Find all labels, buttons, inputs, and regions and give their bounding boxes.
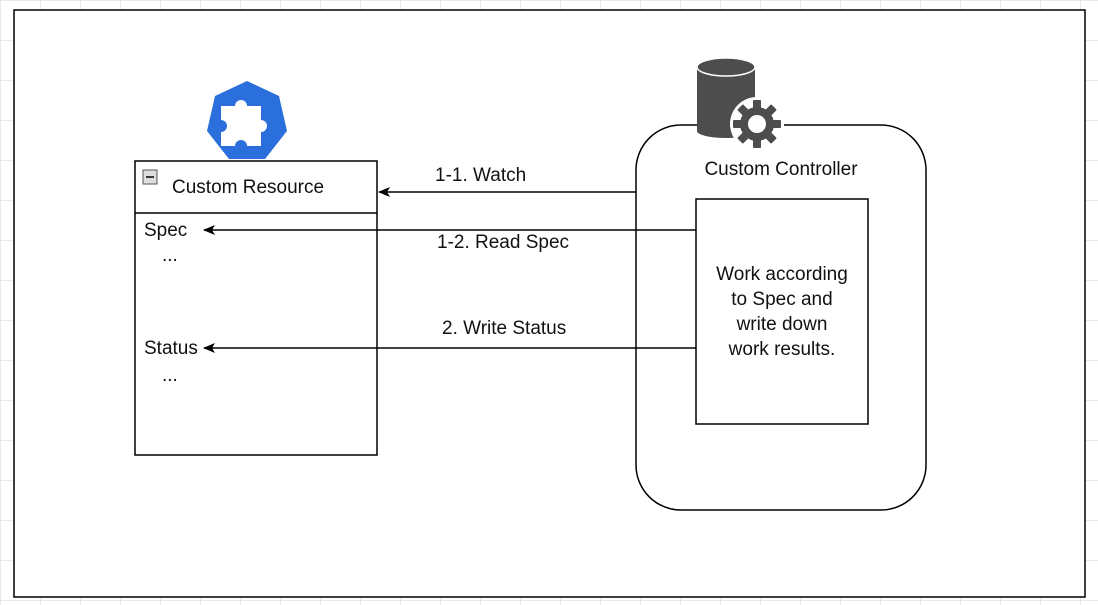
read-spec-arrow-label: 1-2. Read Spec	[437, 232, 570, 253]
custom-controller-title: Custom Controller	[704, 159, 858, 180]
spec-ellipsis: ...	[162, 245, 178, 266]
work-text-line: work results.	[728, 339, 836, 360]
minus-square-icon[interactable]	[142, 169, 158, 185]
status-ellipsis: ...	[162, 365, 178, 386]
work-text-line: to Spec and	[731, 289, 833, 310]
write-status-arrow-label: 2. Write Status	[442, 318, 567, 339]
custom-resource-title: Custom Resource	[172, 177, 325, 198]
work-text-line: write down	[736, 314, 828, 335]
kubernetes-puzzle-icon	[207, 81, 287, 159]
database-gear-icon	[696, 57, 784, 151]
watch-arrow-label: 1-1. Watch	[435, 165, 527, 186]
work-text-line: Work according	[716, 264, 848, 285]
work-box[interactable]	[695, 198, 869, 425]
spec-label: Spec	[144, 220, 188, 241]
custom-resource-box[interactable]	[134, 160, 378, 456]
status-label: Status	[144, 338, 198, 359]
